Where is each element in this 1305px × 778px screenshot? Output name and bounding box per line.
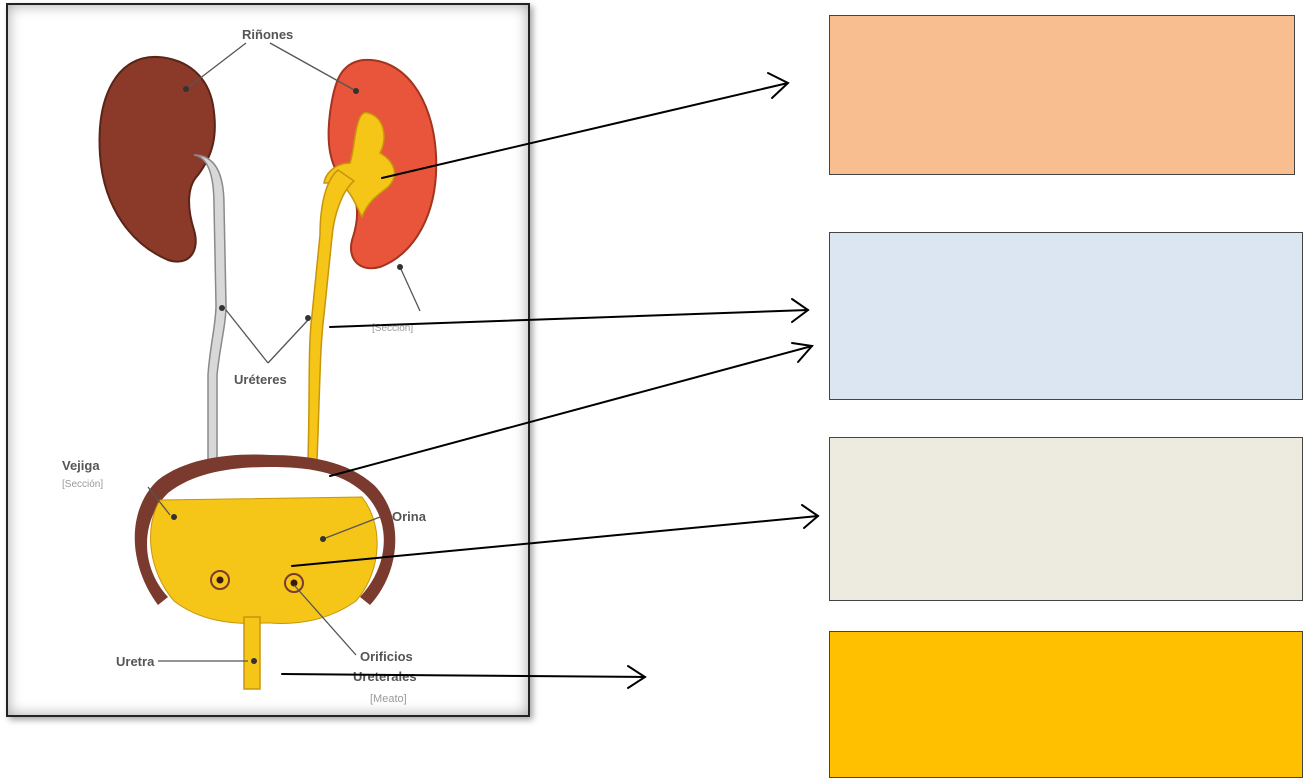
ureteral-orifice-left <box>210 570 230 590</box>
label-meato: [Meato] <box>370 693 407 705</box>
leader-dots <box>171 86 403 664</box>
label-orificios: Orificios <box>360 649 413 664</box>
label-uretra: Uretra <box>116 654 155 669</box>
ureteral-orifice-right-dot <box>290 579 298 587</box>
left-kidney <box>98 55 216 263</box>
ureteral-orifice-right <box>284 573 304 593</box>
arrow-urethra <box>281 665 647 689</box>
answer-box-4[interactable] <box>829 631 1303 778</box>
renal-pelvis <box>323 111 396 219</box>
answer-box-2[interactable] <box>829 232 1303 400</box>
label-ureteres: Uréteres <box>234 372 287 387</box>
arrow-renal-pelvis <box>381 72 790 179</box>
label-vejiga: Vejiga <box>62 458 100 473</box>
urinary-system-illustration: Riñones [Sección] Uréteres Vejiga [Secci… <box>62 27 438 705</box>
arrow-bladder-wall <box>329 342 814 477</box>
ureteral-orifice-left-dot <box>216 576 224 584</box>
label-orina: Orina <box>392 509 427 524</box>
arrow-ureter <box>329 298 810 328</box>
arrow-bladder-urine <box>291 504 820 567</box>
label-ureterales: Ureterales <box>353 669 417 684</box>
leader-lines <box>147 42 421 662</box>
urinary-system-figure: Riñones [Sección] Uréteres Vejiga [Secci… <box>6 3 530 717</box>
bladder-wall <box>134 454 396 605</box>
label-seccion-vejiga: [Sección] <box>62 479 103 490</box>
label-seccion-rinon: [Sección] <box>372 323 413 334</box>
bladder-urine <box>150 496 378 624</box>
answer-box-1[interactable] <box>829 15 1295 175</box>
urethra <box>243 616 261 690</box>
label-rinones: Riñones <box>242 27 293 42</box>
answer-box-3[interactable] <box>829 437 1303 601</box>
